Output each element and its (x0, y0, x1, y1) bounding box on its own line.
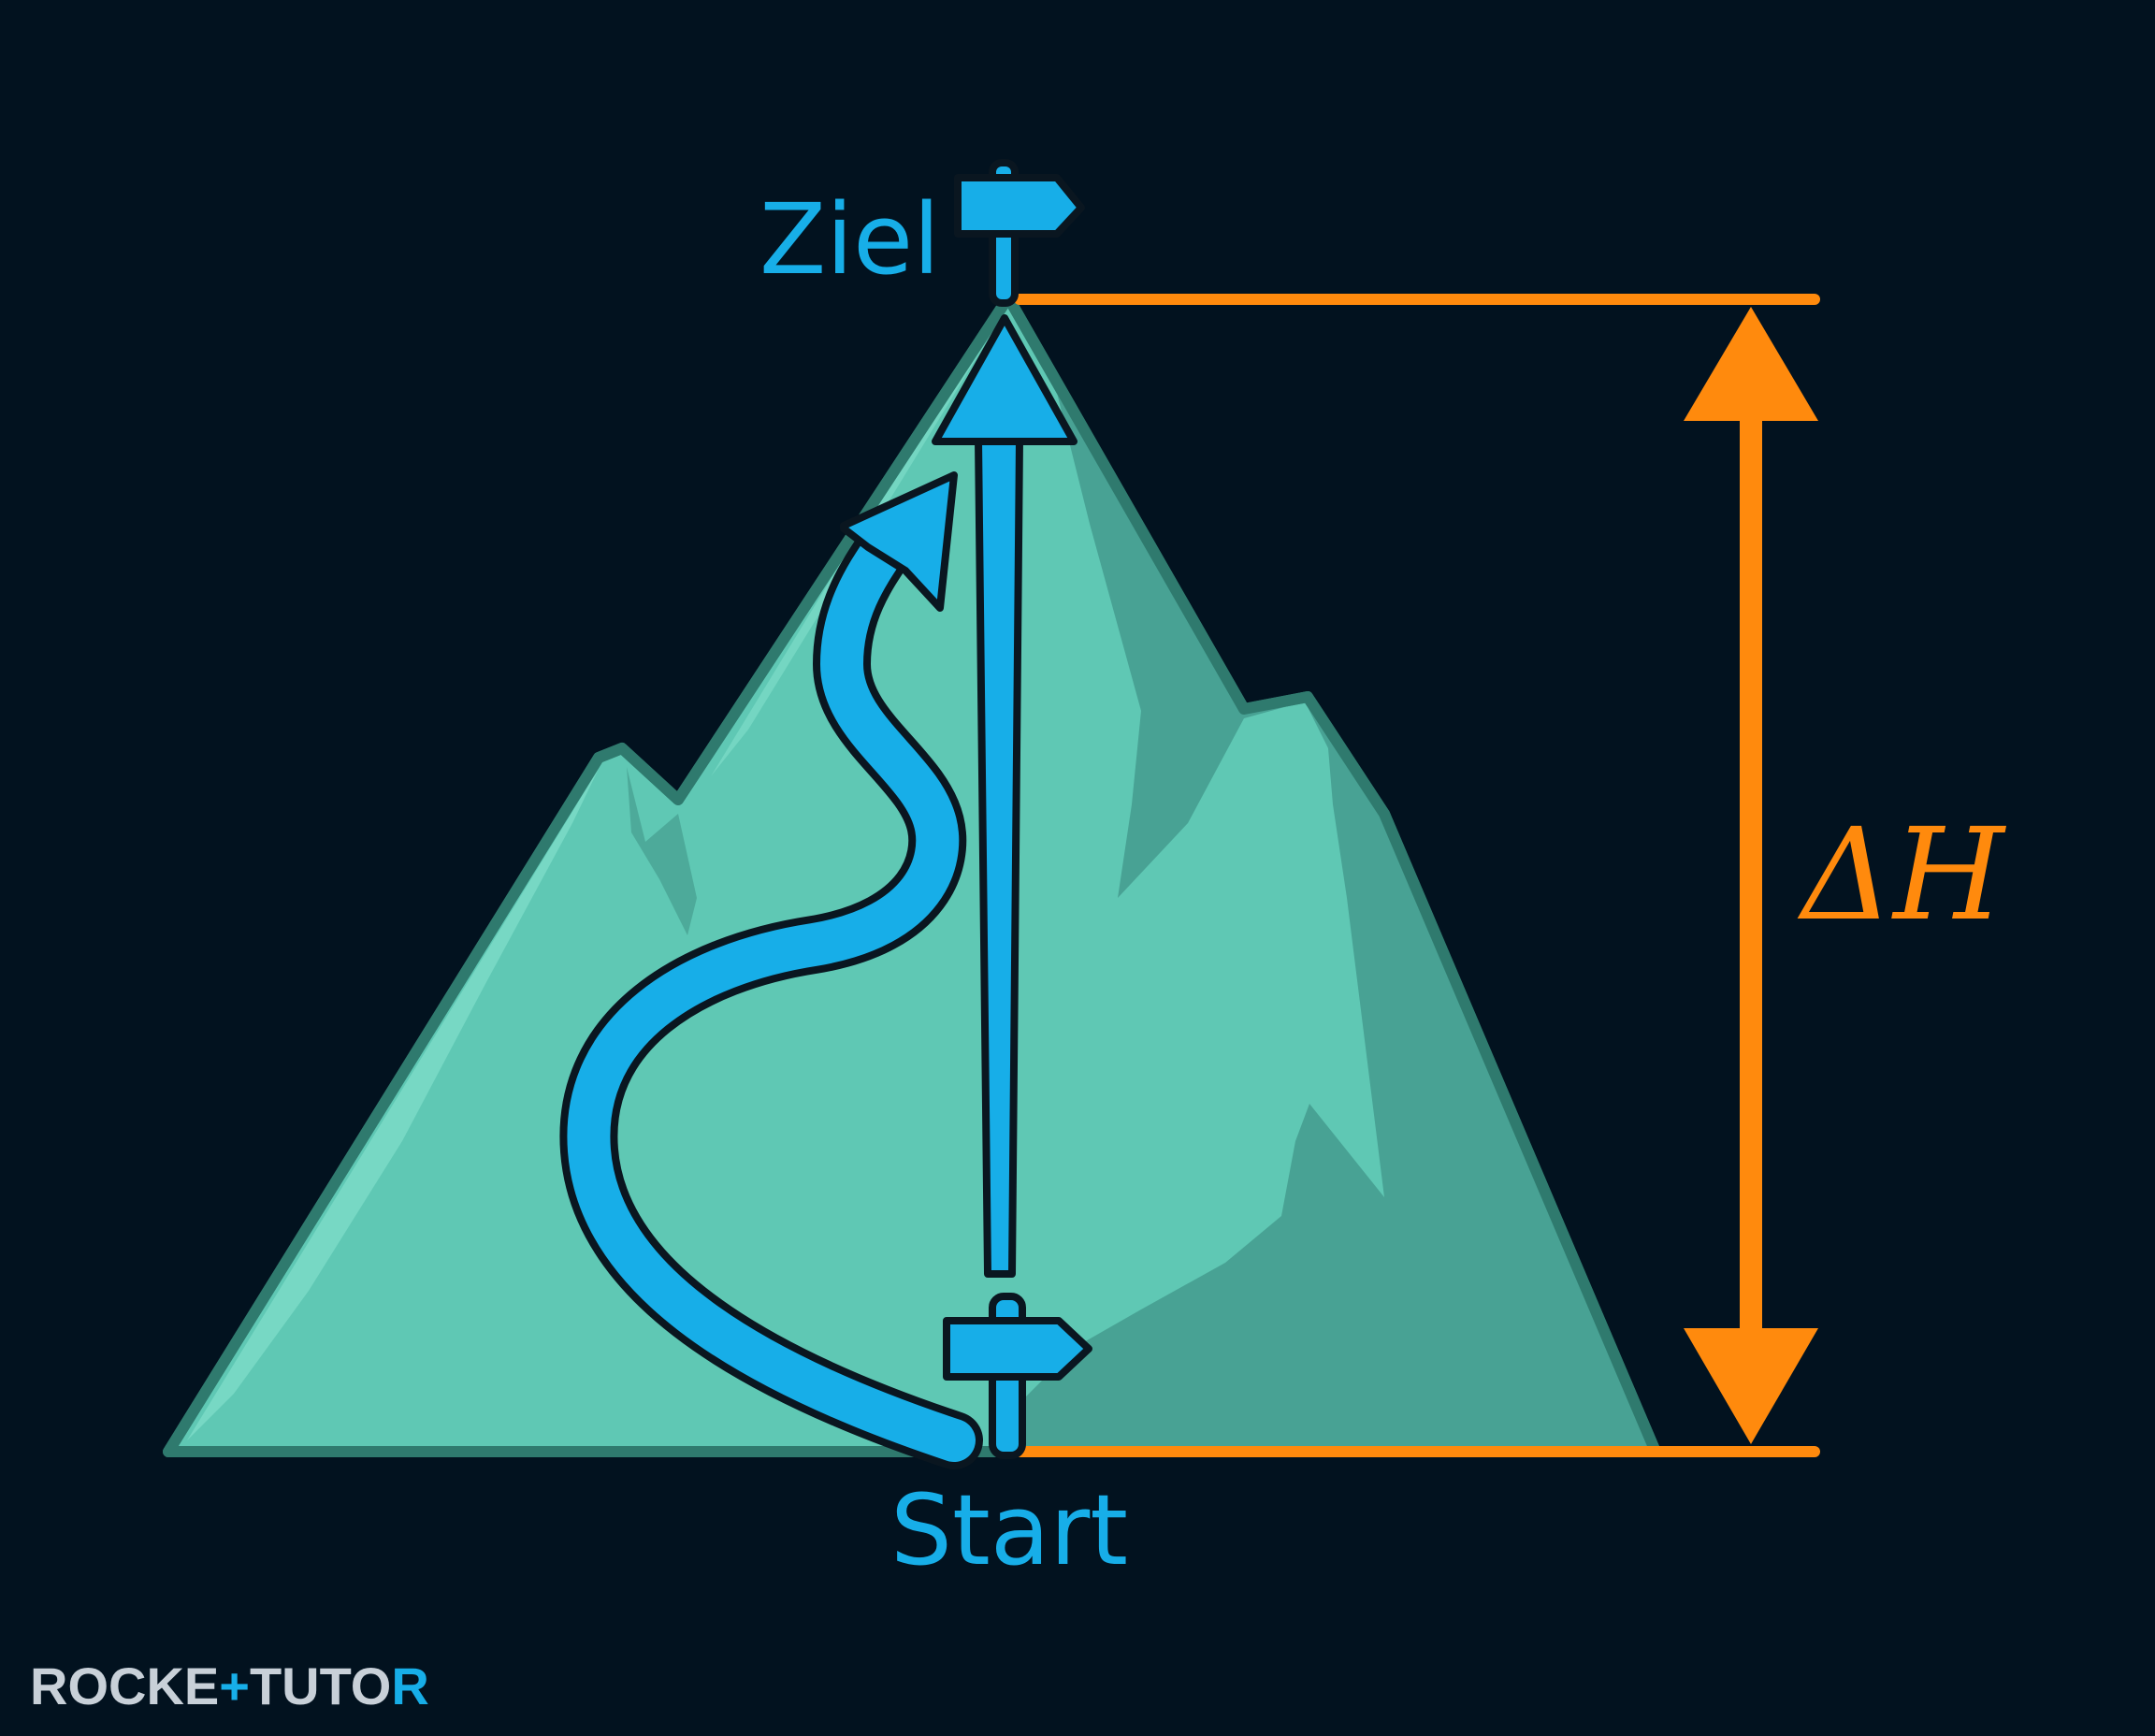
logo-part3: R (391, 1656, 428, 1715)
double-arrow-icon (1684, 307, 1818, 1444)
mountain-highlight (187, 769, 599, 1440)
straight-arrow-icon (932, 314, 1078, 1278)
logo-part1: ROCKE (30, 1656, 219, 1715)
straight-route-head (932, 314, 1078, 445)
winding-route-head (840, 471, 958, 612)
mountain-outline (163, 292, 1661, 1457)
goal-label: Ziel (759, 182, 940, 297)
height-delta-label: ΔH (1797, 802, 2006, 949)
rocket-tutor-logo: ROCKE+TUTOR (30, 1656, 429, 1715)
goal-signpost-icon (954, 159, 1085, 307)
curved-arrow-icon (559, 471, 983, 1469)
height-reference-lines (1009, 294, 1820, 1457)
svg-text:ROCKE+TUTOR: ROCKE+TUTOR (30, 1656, 429, 1715)
logo-part2: TUTO (250, 1656, 391, 1715)
straight-route-shaft (975, 436, 1023, 1278)
start-label: Start (890, 1473, 1128, 1587)
winding-route (567, 521, 976, 1462)
logo-cross-icon: + (219, 1656, 250, 1715)
mountain-shadow-left (627, 767, 697, 935)
start-signpost-icon (943, 1293, 1092, 1459)
